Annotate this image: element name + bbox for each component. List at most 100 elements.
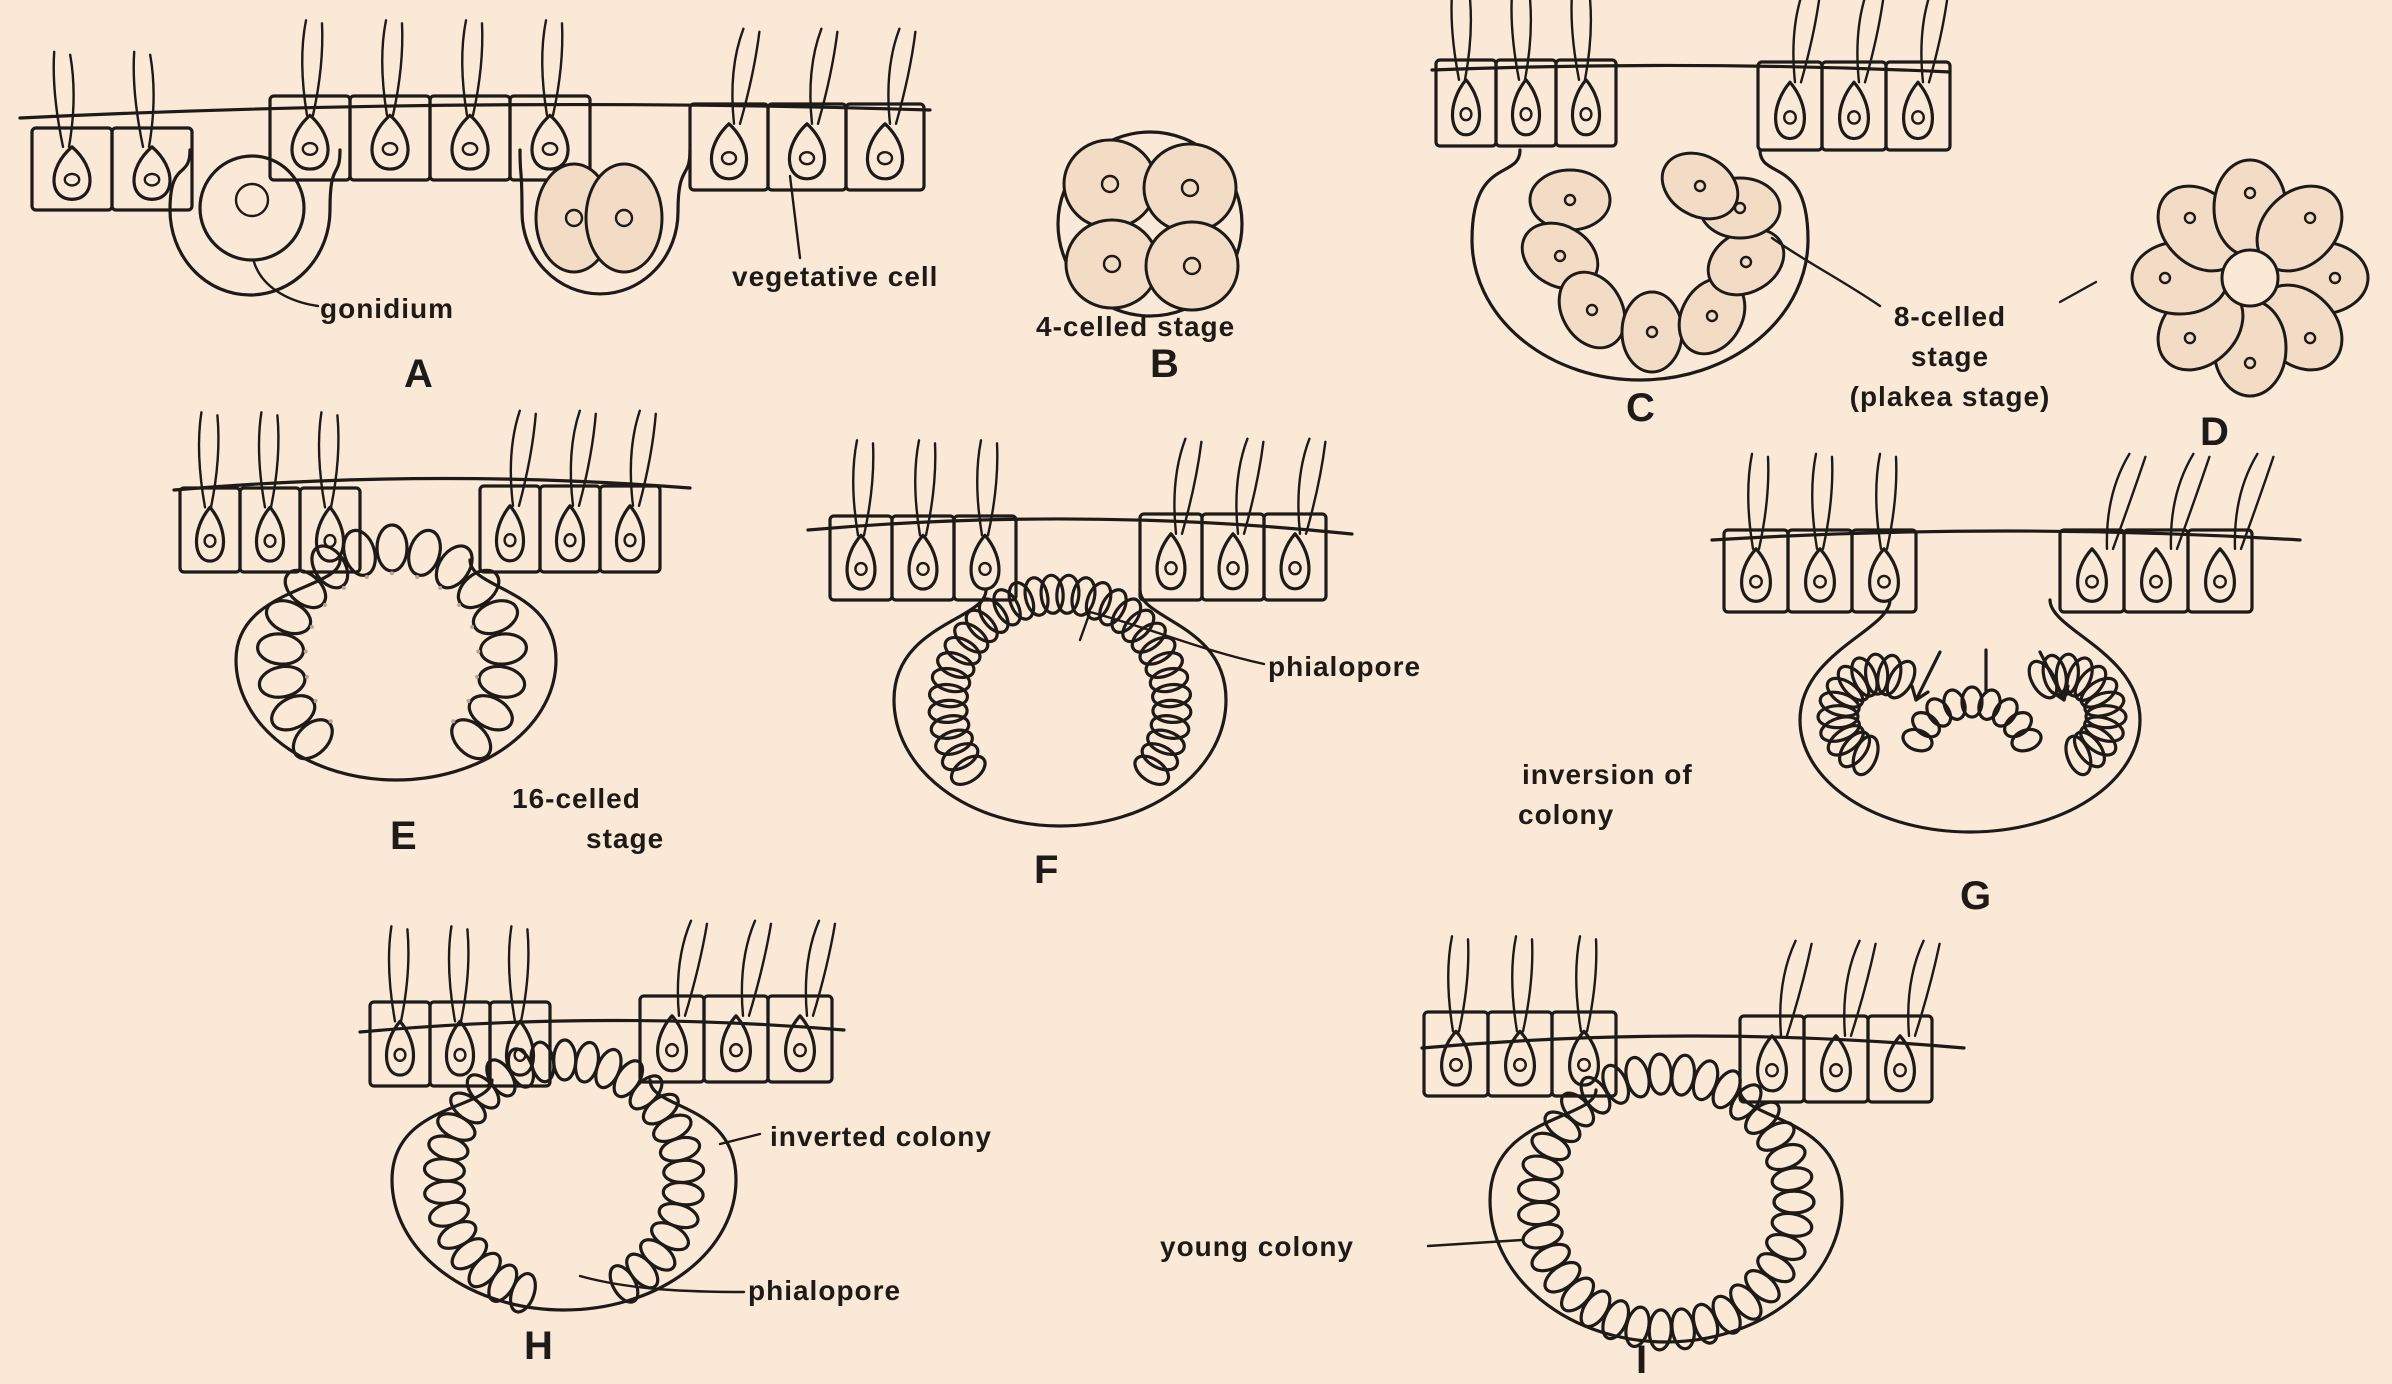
nucleus xyxy=(1912,111,1924,123)
flagellum xyxy=(134,52,143,147)
vegetative-cell xyxy=(1264,439,1326,600)
flagellum xyxy=(313,23,322,115)
vegetative-cell xyxy=(270,20,350,180)
embryo-cell xyxy=(256,632,305,666)
cell-wall xyxy=(768,996,832,1082)
nucleus xyxy=(565,534,576,546)
cell-wall xyxy=(1424,1012,1488,1096)
label-8-celled-line3: (plakea stage) xyxy=(1800,380,2100,414)
flagellum xyxy=(1182,442,1201,534)
embryo-cell xyxy=(468,594,522,639)
vegetative-cell xyxy=(430,926,490,1086)
panel-a-drawing xyxy=(20,20,930,295)
cell-wall xyxy=(32,128,112,210)
label-phialopore-f: phialopore xyxy=(1268,650,1421,684)
colony-cell xyxy=(554,1040,576,1080)
nucleus xyxy=(265,535,276,547)
cell-pigment xyxy=(342,586,346,590)
flagellum xyxy=(473,23,482,115)
nucleus xyxy=(855,563,866,575)
flagellum xyxy=(1459,939,1468,1031)
flagellum xyxy=(461,929,468,1021)
flagellum xyxy=(1306,442,1325,534)
nucleus xyxy=(1784,111,1796,123)
colony-cell xyxy=(424,1157,466,1182)
flagellum xyxy=(988,443,997,535)
flagellum xyxy=(69,55,74,147)
flagellum xyxy=(579,414,596,506)
nucleus xyxy=(1814,576,1826,587)
flagellum xyxy=(864,443,873,535)
embryo-cell xyxy=(1069,576,1098,618)
colony-cell xyxy=(1753,1248,1799,1287)
cell-pigment xyxy=(438,586,442,590)
colony-cell xyxy=(1518,1178,1560,1203)
embryo-cell xyxy=(1056,575,1081,614)
panel-g-drawing xyxy=(1712,454,2300,832)
embryo-cell xyxy=(1143,648,1186,682)
flagellum xyxy=(271,415,278,507)
embryo-cell xyxy=(403,526,445,579)
nucleus xyxy=(1830,1064,1842,1076)
label-4-celled-stage: 4-celled stage xyxy=(1036,310,1235,344)
panel-letter-e: E xyxy=(390,812,417,860)
vegetative-cell xyxy=(768,921,835,1082)
cell-wall xyxy=(1488,1012,1552,1096)
cell-pigment xyxy=(390,571,394,575)
flagellum xyxy=(511,411,520,506)
vegetative-cell xyxy=(640,921,707,1082)
cell-pigment xyxy=(415,575,419,579)
nucleus xyxy=(1227,562,1238,574)
flagellum xyxy=(519,414,536,506)
embryo-cell xyxy=(429,539,480,594)
panel-letter-f: F xyxy=(1034,846,1058,894)
vegetative-cell xyxy=(704,921,771,1082)
nucleus xyxy=(2086,576,2098,587)
nucleus xyxy=(794,1044,806,1056)
colony-wall xyxy=(1712,531,2300,540)
cell-pigment xyxy=(470,625,474,629)
vegetative-cell xyxy=(180,412,240,572)
cell-pigment xyxy=(329,719,333,723)
cell-wall xyxy=(480,486,540,572)
label-8-celled-line2: stage xyxy=(1820,340,2080,374)
cell-wall xyxy=(690,104,768,190)
cell-wall xyxy=(240,488,300,572)
flagellum xyxy=(462,20,467,115)
vegetative-cell xyxy=(1496,0,1556,146)
flagellum xyxy=(389,926,395,1021)
vesicle-wall xyxy=(236,560,556,780)
panel-letter-c: C xyxy=(1626,384,1655,432)
inverting-cell xyxy=(1922,694,1956,730)
cell-wall xyxy=(1552,1012,1616,1096)
panel-letter-g: G xyxy=(1960,872,1991,920)
colony-cell xyxy=(1528,1128,1574,1165)
flagellum xyxy=(1585,0,1591,80)
flagellum xyxy=(521,929,528,1021)
flagellum xyxy=(1748,454,1753,549)
central-opening xyxy=(2222,250,2278,306)
vegetative-cell xyxy=(1436,0,1496,146)
nucleus xyxy=(463,143,477,155)
cell-pigment xyxy=(475,675,479,679)
flagellum xyxy=(1844,941,1859,1036)
cell-wall xyxy=(1886,62,1950,150)
flagellum xyxy=(509,926,515,1021)
vegetative-cell xyxy=(1552,936,1616,1096)
nucleus xyxy=(1578,1059,1590,1071)
label-inversion-line2: colony xyxy=(1518,798,1614,832)
flagellum xyxy=(199,412,205,507)
vegetative-cell xyxy=(830,440,892,600)
colony-cell xyxy=(1774,1191,1814,1213)
nucleus xyxy=(917,563,928,575)
flagellum xyxy=(542,20,547,115)
cell-pigment xyxy=(323,603,327,607)
panel-d-drawing xyxy=(2132,160,2368,396)
cell-wall xyxy=(1740,1016,1804,1102)
cell-wall xyxy=(1852,530,1916,612)
panel-letter-b: B xyxy=(1150,340,1179,388)
cell-wall xyxy=(892,516,954,600)
embryo-cell xyxy=(1149,713,1190,742)
cell-pigment xyxy=(305,675,309,679)
